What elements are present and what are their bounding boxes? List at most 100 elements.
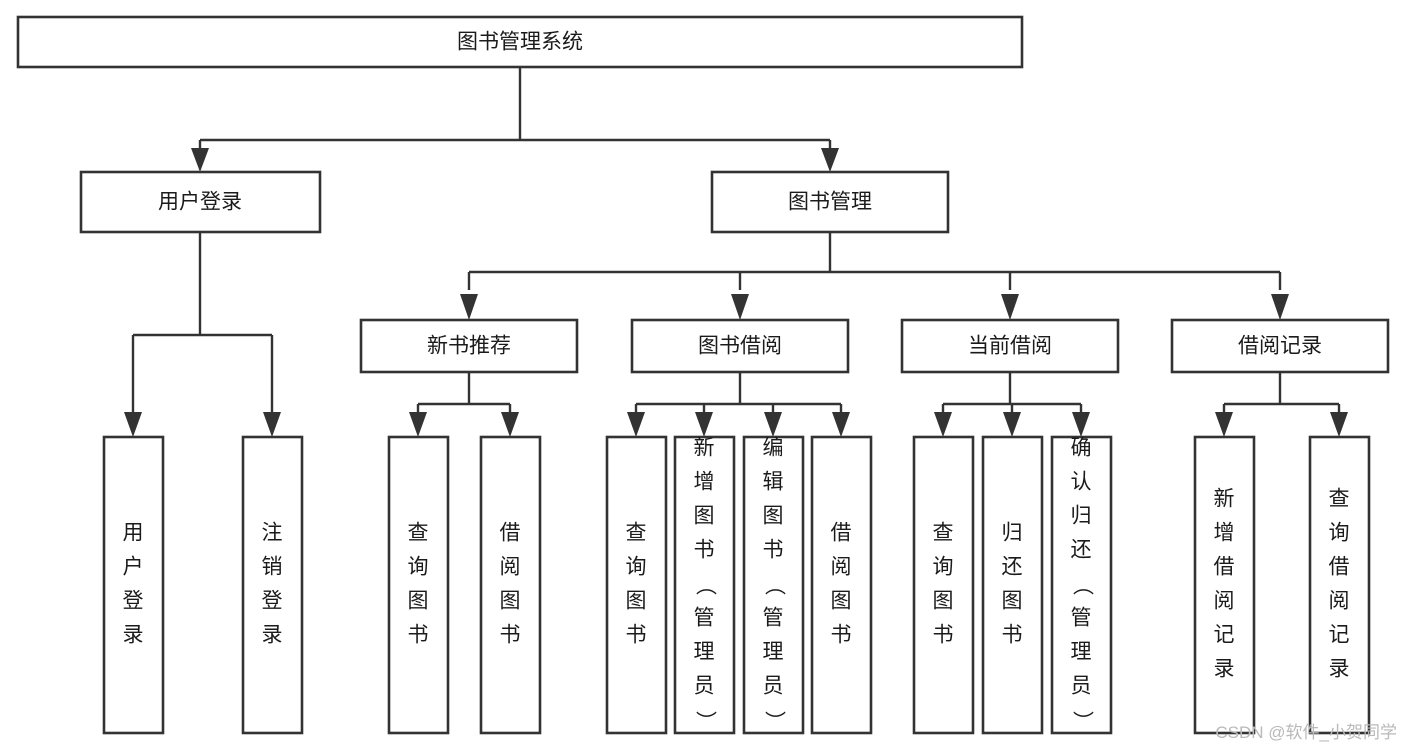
arrow-to-leaf-add-book <box>695 412 713 437</box>
csdn-watermark: CSDN @软件_小贺同学 <box>1215 723 1397 742</box>
node-label: 图书借阅 <box>698 335 782 358</box>
arrow-to-leaf-borrow-book-2 <box>832 412 850 437</box>
node-label-char: 图 <box>763 505 784 528</box>
arrow-to-leaf-return-book <box>1003 412 1021 437</box>
node-label-char: 书 <box>831 624 852 647</box>
node-label-char: 查 <box>933 522 954 545</box>
node-label: 图书管理系统 <box>457 31 583 54</box>
node-label-char: 询 <box>626 556 647 579</box>
node-borrow-record[interactable]: 借阅记录 <box>1170 318 1390 374</box>
node-label-char: 录 <box>1329 658 1350 681</box>
node-label-char: 归 <box>1071 505 1092 528</box>
node-leaf-user-login[interactable]: 用户登录 <box>102 435 165 735</box>
node-label-char: 登 <box>123 590 144 613</box>
node-label-char: 理 <box>1071 641 1092 664</box>
connector-borrow-record-to-bus <box>1222 372 1341 418</box>
node-label-char: 户 <box>123 556 144 579</box>
node-label: 新书推荐 <box>427 335 511 358</box>
node-box <box>912 435 975 735</box>
node-label-char: （ <box>1070 575 1093 596</box>
node-box <box>1170 318 1390 374</box>
connector-layer <box>124 67 1348 437</box>
node-label-char: 询 <box>408 556 429 579</box>
node-label-char: 登 <box>262 590 283 613</box>
node-label-char: 归 <box>1002 522 1023 545</box>
node-label-char: 录 <box>123 624 144 647</box>
node-label-char: 查 <box>408 522 429 545</box>
node-label-char: 增 <box>1214 522 1235 545</box>
node-box <box>1050 435 1113 735</box>
node-label-char: 编 <box>763 437 784 460</box>
arrow-to-new-book-recommend <box>460 294 478 320</box>
node-box <box>981 435 1044 735</box>
node-new-book-recommend[interactable]: 新书推荐 <box>359 318 579 374</box>
node-label-char: 录 <box>262 624 283 647</box>
node-box <box>1308 435 1371 735</box>
node-book-management[interactable]: 图书管理 <box>710 170 950 234</box>
node-label-char: 用 <box>123 522 144 545</box>
node-label-char: 图 <box>694 505 715 528</box>
node-label-char: 记 <box>1329 624 1350 647</box>
arrow-to-leaf-user-login <box>124 412 142 437</box>
node-label-char: 辑 <box>763 471 784 494</box>
node-box <box>16 15 1024 69</box>
node-label-char: （ <box>693 575 716 596</box>
node-current-borrow[interactable]: 当前借阅 <box>900 318 1120 374</box>
node-label-char: 认 <box>1071 471 1092 494</box>
node-root-book-management-system[interactable]: 图书管理系统 <box>16 15 1024 69</box>
node-label-char: 员 <box>763 675 784 698</box>
node-label-char: 书 <box>1002 624 1023 647</box>
node-label-char: （ <box>762 575 785 596</box>
node-label-char: 管 <box>763 607 784 630</box>
node-label-char: 书 <box>408 624 429 647</box>
node-label-char: 员 <box>1071 675 1092 698</box>
node-label: 用户登录 <box>158 191 242 214</box>
connector-root-to-bus <box>198 67 832 158</box>
connector-book-management-to-bus <box>467 232 1282 290</box>
node-book-borrow[interactable]: 图书借阅 <box>630 318 850 374</box>
node-label-char: 录 <box>1214 658 1235 681</box>
connector-current-borrow-to-bus <box>941 372 1083 418</box>
node-label-char: 员 <box>694 675 715 698</box>
node-box <box>742 435 805 735</box>
node-label-char: 增 <box>694 471 715 494</box>
node-label-char: 图 <box>831 590 852 613</box>
node-box <box>673 435 736 735</box>
node-label-char: ） <box>1070 711 1093 732</box>
node-label-char: 理 <box>763 641 784 664</box>
node-label-char: 借 <box>1214 556 1235 579</box>
node-user-login[interactable]: 用户登录 <box>79 170 322 234</box>
node-label-char: 理 <box>694 641 715 664</box>
node-box <box>102 435 165 735</box>
node-label-char: 图 <box>933 590 954 613</box>
node-label-char: 借 <box>831 522 852 545</box>
node-box <box>79 170 322 234</box>
node-label-char: 阅 <box>831 556 852 579</box>
node-label-char: 图 <box>500 590 521 613</box>
node-label-char: 阅 <box>500 556 521 579</box>
arrow-to-leaf-add-record <box>1215 412 1233 437</box>
arrow-to-current-borrow <box>1001 294 1019 320</box>
node-box <box>359 318 579 374</box>
node-label-char: 图 <box>626 590 647 613</box>
arrow-to-leaf-query-book-3 <box>934 412 952 437</box>
node-label-char: ） <box>693 711 716 732</box>
